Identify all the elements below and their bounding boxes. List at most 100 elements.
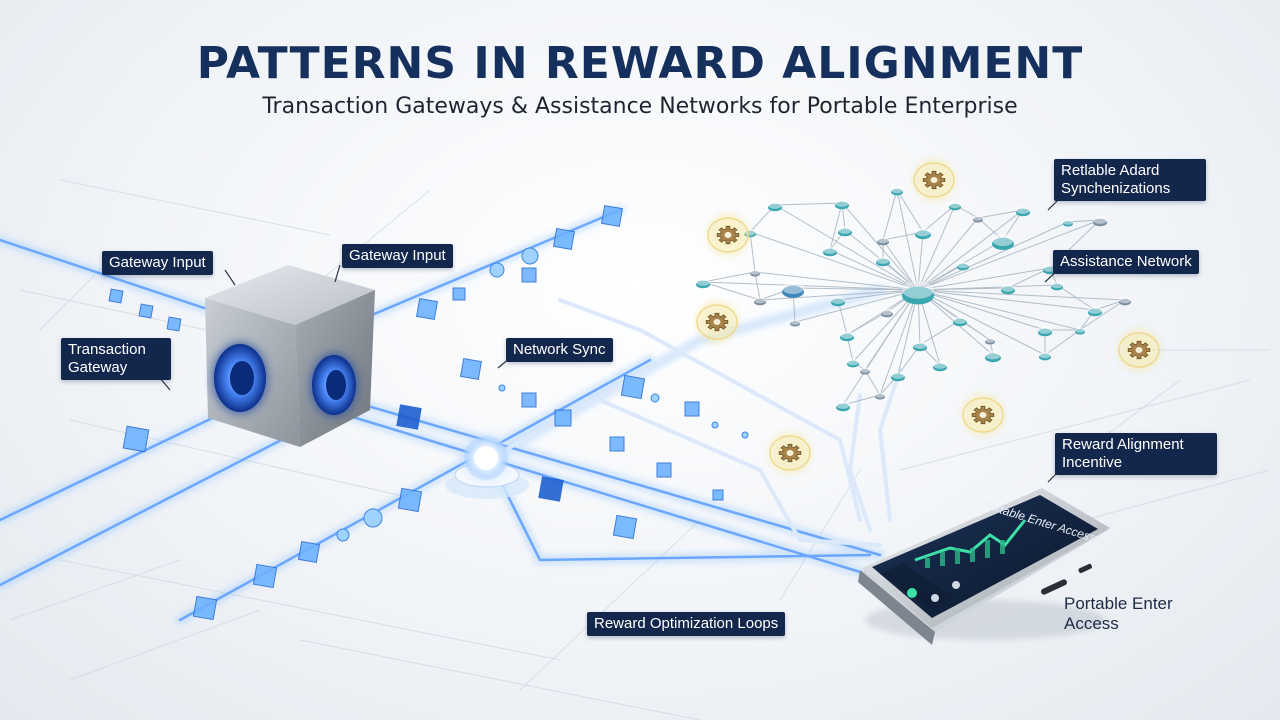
network-edge — [1007, 267, 1051, 289]
network-edge — [896, 189, 924, 233]
network-edge — [917, 289, 1046, 331]
network-edge — [917, 289, 1046, 356]
network-node — [953, 316, 967, 327]
network-edge — [917, 289, 1081, 331]
network-node — [913, 341, 927, 352]
network-edge — [754, 271, 761, 301]
network-edge — [917, 221, 1069, 291]
network-node — [1039, 351, 1051, 361]
label-reward-alignment-incentive: Reward Alignment Incentive — [1055, 433, 1217, 475]
network-edge — [917, 231, 924, 291]
gear-icon — [908, 154, 960, 206]
assistance-network-mesh — [696, 186, 1131, 412]
network-edge — [774, 202, 843, 206]
network-node — [838, 226, 852, 237]
network-node — [840, 331, 854, 342]
network-node — [876, 256, 890, 267]
gear-icon — [957, 389, 1009, 441]
gear-icon — [691, 296, 743, 348]
network-node — [1088, 306, 1102, 317]
network-node — [754, 296, 766, 306]
network-edge — [794, 289, 919, 323]
network-edge — [864, 369, 881, 396]
network-node — [750, 269, 760, 277]
network-edge — [882, 239, 919, 291]
network-edge — [917, 204, 956, 291]
network-edge — [917, 267, 1051, 291]
page-subtitle: Transaction Gateways & Assistance Networ… — [262, 94, 1018, 119]
network-edge — [1079, 299, 1126, 331]
network-node — [985, 350, 1001, 363]
network-node — [1063, 219, 1073, 227]
network-node — [881, 308, 893, 318]
network-edge — [829, 249, 919, 291]
network-edge — [917, 284, 1058, 291]
network-node — [957, 261, 969, 271]
smartphone-icon — [858, 488, 1110, 645]
network-edge — [842, 394, 881, 406]
network-edge — [919, 319, 961, 346]
network-node — [933, 361, 947, 372]
network-node — [973, 215, 983, 223]
network-node — [891, 186, 903, 196]
label-reliable-adard-synchronizations: Retlable Adard Synchenizations — [1054, 159, 1206, 201]
network-edge — [774, 204, 919, 291]
gear-icon — [1113, 324, 1165, 376]
network-node — [891, 371, 905, 382]
network-edge — [702, 271, 756, 283]
network-node — [915, 227, 931, 240]
data-packets — [108, 204, 749, 621]
label-gateway-input-right: Gateway Input — [342, 244, 453, 268]
network-edge — [829, 202, 843, 251]
label-assistance-network: Assistance Network — [1053, 250, 1199, 274]
network-edge — [896, 189, 919, 291]
network-node — [835, 199, 849, 210]
network-node — [1051, 281, 1063, 291]
network-edge — [841, 202, 919, 291]
network-node — [782, 281, 804, 298]
network-node — [831, 296, 845, 307]
network-edge — [842, 289, 919, 406]
label-portable-enter-access: Portable Enter Access — [1064, 594, 1173, 633]
junction-node-icon — [445, 436, 529, 499]
network-node — [823, 246, 837, 257]
network-node — [768, 201, 782, 212]
label-network-sync: Network Sync — [506, 338, 613, 362]
page-title: PATTERNS IN REWARD ALIGNMENT — [196, 38, 1084, 89]
network-node — [992, 233, 1014, 250]
gear-nodes — [691, 154, 1165, 479]
network-node — [949, 201, 961, 211]
network-node — [836, 401, 850, 412]
network-node — [877, 236, 889, 246]
network-node — [1119, 296, 1131, 306]
network-node — [1075, 327, 1085, 335]
network-edge — [879, 289, 919, 396]
network-node — [696, 278, 710, 289]
callout-leaders — [159, 195, 1063, 483]
cube-gateway-icon — [205, 265, 375, 447]
network-node — [875, 392, 885, 400]
network-edge — [922, 204, 956, 233]
label-transaction-gateway: Transaction Gateway — [61, 338, 171, 380]
network-node — [1038, 326, 1052, 337]
network-edge — [882, 189, 898, 241]
network-node — [985, 337, 995, 345]
network-edge — [1044, 329, 1081, 356]
gear-icon — [702, 209, 754, 261]
network-edge — [977, 217, 1004, 241]
network-node — [1001, 284, 1015, 295]
network-edge — [754, 271, 919, 291]
network-node — [790, 319, 800, 327]
label-reward-optimization-loops: Reward Optimization Loops — [587, 612, 786, 636]
network-edge — [749, 231, 919, 291]
network-edge — [917, 289, 1096, 311]
network-edge — [917, 219, 1101, 291]
network-edge — [917, 209, 1024, 291]
network-edge — [882, 259, 919, 291]
network-node — [1093, 216, 1107, 227]
network-edge — [977, 209, 1024, 219]
network-edge — [917, 217, 979, 291]
network-node — [1016, 206, 1030, 217]
network-node — [860, 367, 870, 375]
